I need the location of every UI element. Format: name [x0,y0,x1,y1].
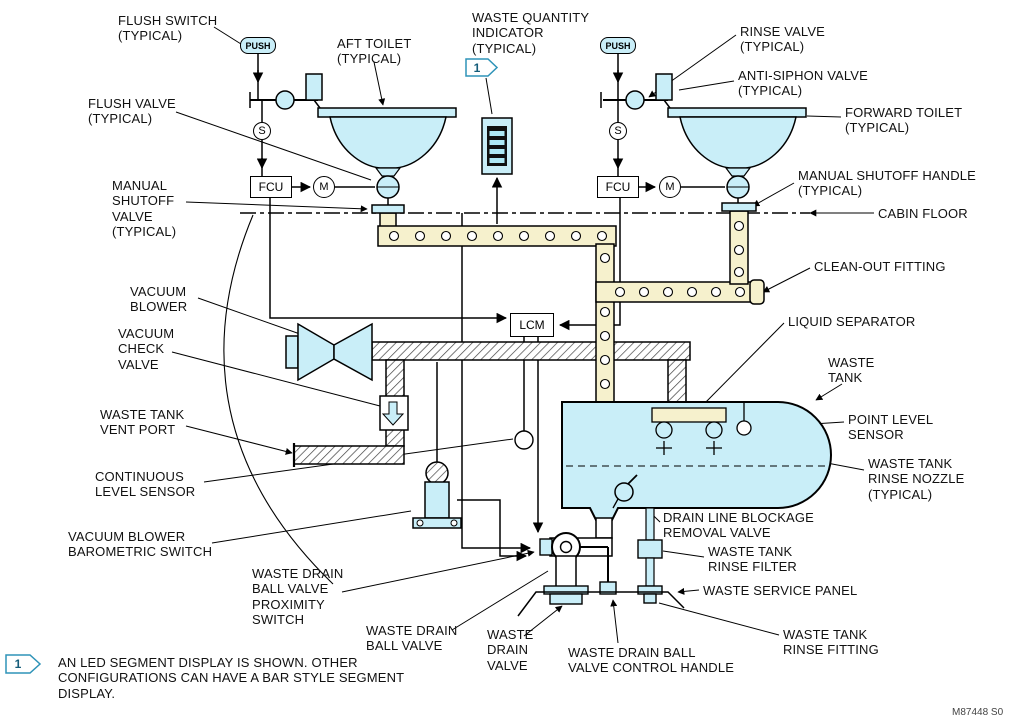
label-cabin-floor: CABIN FLOOR [878,206,968,221]
anti-siphon-valve-shape-fwd [655,73,673,101]
control-wiring [252,54,725,562]
label-forward-toilet: FORWARD TOILET (TYPICAL) [845,105,963,136]
forward-toilet-shape [600,73,807,212]
vacuum-check-valve-shape [379,395,409,431]
label-drain-line-blockage-removal-valve: DRAIN LINE BLOCKAGE REMOVAL VALVE [663,510,814,541]
note-flag-shape-top [465,58,499,77]
fcu-box-aft: FCU [250,176,292,198]
label-waste-drain-ball-valve: WASTE DRAIN BALL VALVE [366,623,458,654]
waste-tank-rinse-nozzle-shape [656,441,722,455]
anti-siphon-valve-shape-aft [305,73,323,101]
note-flag-1-bottom: 1 [14,657,22,671]
motor-m-circle-fwd: M [659,176,681,198]
motor-m-circle-aft: M [313,176,335,198]
label-waste-tank-rinse-filter: WASTE TANK RINSE FILTER [708,544,797,575]
label-waste-tank-rinse-nozzle: WASTE TANK RINSE NOZZLE (TYPICAL) [868,456,965,502]
label-waste-drain-ball-valve-proximity-switch: WASTE DRAIN BALL VALVE PROXIMITY SWITCH [252,566,344,627]
label-aft-toilet: AFT TOILET (TYPICAL) [337,36,412,67]
label-waste-drain-valve: WASTE DRAIN VALVE [487,627,534,673]
note-text: AN LED SEGMENT DISPLAY IS SHOWN. OTHER C… [58,655,405,701]
label-manual-shutoff-handle: MANUAL SHUTOFF HANDLE (TYPICAL) [798,168,976,199]
flush-switch-push-button-aft: PUSH [240,37,276,54]
label-waste-tank: WASTE TANK [828,355,875,386]
rinse-valve-shape-fwd [625,90,645,110]
manual-shutoff-valve-shape [371,204,405,214]
drain-assembly [517,474,685,617]
label-flush-switch: FLUSH SWITCH (TYPICAL) [118,13,218,44]
label-clean-out-fitting: CLEAN-OUT FITTING [814,259,946,274]
flush-switch-push-button-fwd: PUSH [600,37,636,54]
drain-line-blockage-removal-valve-shape [614,482,634,502]
sensor-s-circle-aft: S [253,122,271,140]
liquid-separator-shape [651,407,727,423]
fcu-box-fwd: FCU [597,176,639,198]
label-waste-tank-vent-port: WASTE TANK VENT PORT [100,407,185,438]
document-number: M87448 S0 [952,707,1004,718]
waste-tank-rinse-fitting-shape [643,593,657,604]
aft-toilet-shape [249,73,457,214]
label-vacuum-blower-barometric-switch: VACUUM BLOWER BAROMETRIC SWITCH [68,529,213,560]
label-waste-service-panel: WASTE SERVICE PANEL [703,583,858,598]
label-manual-shutoff-valve: MANUAL SHUTOFF VALVE (TYPICAL) [112,178,177,239]
label-vacuum-check-valve: VACUUM CHECK VALVE [118,326,175,372]
point-level-sensor-shape [736,420,752,436]
waste-service-panel-shape [517,591,685,617]
label-anti-siphon-valve: ANTI-SIPHON VALVE (TYPICAL) [738,68,868,99]
note-flag-shape-bottom [5,654,42,674]
label-waste-quantity-indicator: WASTE QUANTITY INDICATOR (TYPICAL) [472,10,590,56]
waste-drain-valve-shape [549,593,583,605]
rinse-valve-shape-aft [275,90,295,110]
clean-out-fitting-shape [749,279,765,305]
label-vacuum-blower: VACUUM BLOWER [130,284,188,315]
label-waste-tank-rinse-fitting: WASTE TANK RINSE FITTING [783,627,879,658]
waste-piping [377,210,765,405]
control-handle-shape [599,581,617,595]
waste-quantity-indicator-shape [481,117,513,175]
proximity-switch-shape [539,538,553,556]
sensor-s-circle-fwd: S [609,122,627,140]
label-flush-valve: FLUSH VALVE (TYPICAL) [88,96,176,127]
manual-shutoff-handle-shape [721,202,757,212]
waste-tank-shape [561,401,832,521]
vacuum-blower-shape [285,322,373,382]
note-flag-1-top: 1 [473,61,481,75]
reference-arc [223,214,334,585]
continuous-level-sensor-shape [514,430,534,450]
label-continuous-level-sensor: CONTINUOUS LEVEL SENSOR [95,469,196,500]
barometric-switch-shape [412,461,462,529]
label-waste-drain-ball-valve-control-handle: WASTE DRAIN BALL VALVE CONTROL HANDLE [568,645,735,676]
lcm-box: LCM [510,313,554,337]
waste-tank-rinse-filter-shape [637,539,663,559]
label-liquid-separator: LIQUID SEPARATOR [788,314,916,329]
label-rinse-valve: RINSE VALVE (TYPICAL) [740,24,825,55]
label-point-level-sensor: POINT LEVEL SENSOR [848,412,934,443]
